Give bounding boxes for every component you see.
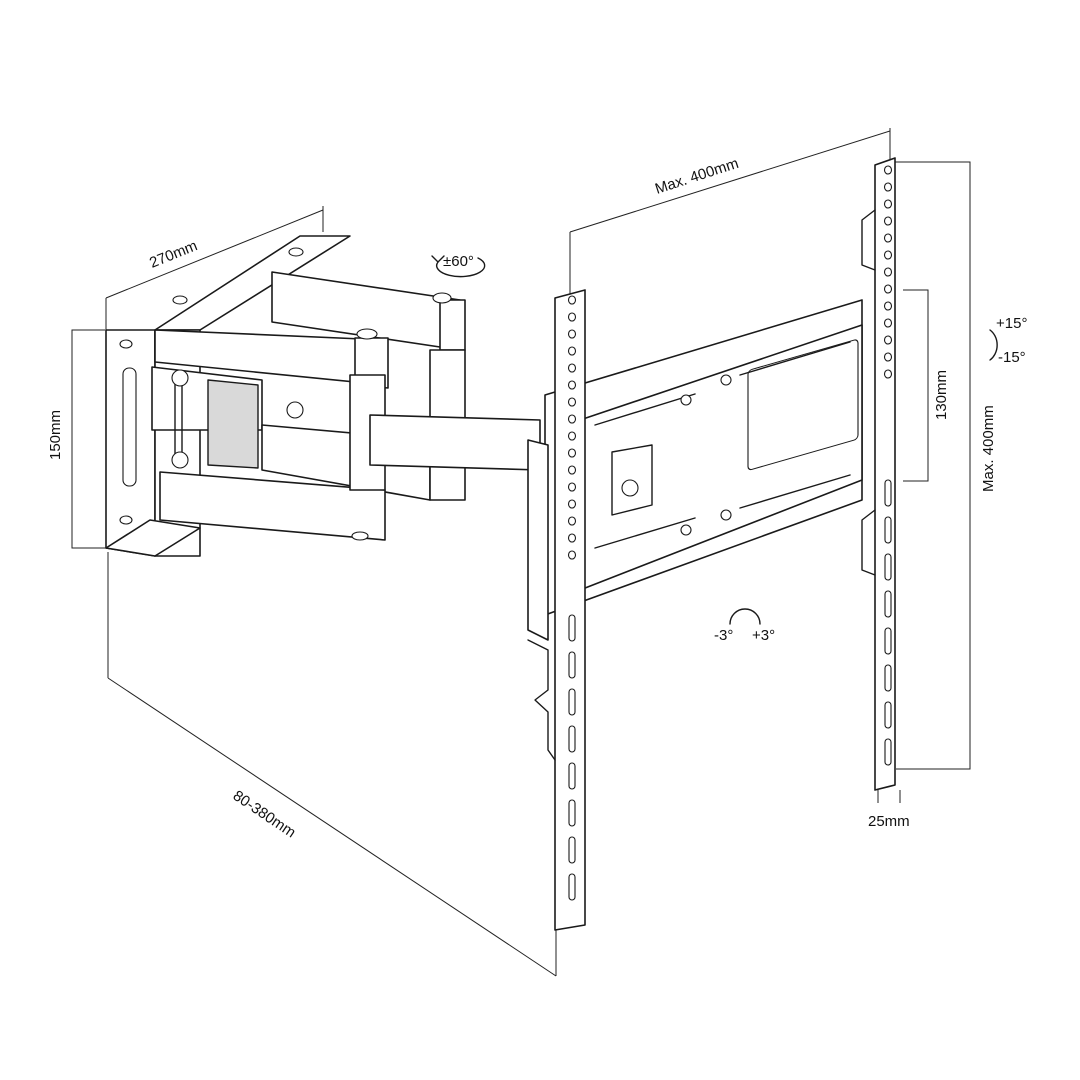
- swivel-angle-label: ±60°: [443, 253, 474, 270]
- rail-hole: [883, 233, 893, 243]
- level-minus-label: -3°: [714, 627, 733, 644]
- rail-hole: [567, 363, 577, 373]
- rail-hole: [567, 431, 577, 441]
- rail-hole: [567, 499, 577, 509]
- swivel-arrow-icon: [431, 255, 486, 278]
- rail-hole: [567, 397, 577, 407]
- rail-slot: [568, 651, 576, 679]
- rail-hole: [567, 482, 577, 492]
- rail-slot: [568, 614, 576, 642]
- rail-slot: [884, 627, 892, 655]
- extension-label: 80-380mm: [230, 787, 299, 841]
- rail-hole: [567, 346, 577, 356]
- rail-hole: [567, 516, 577, 526]
- rail-hole: [883, 335, 893, 345]
- rail-hole: [883, 182, 893, 192]
- tv-plate-width-label: Max. 400mm: [653, 155, 741, 198]
- rail-slot: [568, 725, 576, 753]
- rail-hole: [883, 318, 893, 328]
- rail-slot: [568, 799, 576, 827]
- level-arrow-icon: [729, 608, 761, 625]
- tv-plate-height-label: Max. 400mm: [980, 405, 997, 492]
- wall-plate-height-label: 150mm: [47, 410, 64, 460]
- level-plus-label: +3°: [752, 627, 775, 644]
- rail-hole: [883, 165, 893, 175]
- rail-slot: [568, 836, 576, 864]
- rail-slot: [568, 762, 576, 790]
- rail-hole: [567, 414, 577, 424]
- rail-slot: [884, 590, 892, 618]
- wall-plate-width-label: 270mm: [147, 237, 200, 272]
- rail-hole: [883, 301, 893, 311]
- rail-slot: [884, 664, 892, 692]
- rail-hole: [567, 380, 577, 390]
- rail-slot: [568, 688, 576, 716]
- tilt-down-label: -15°: [998, 349, 1026, 366]
- rail-hole: [567, 448, 577, 458]
- rail-hole: [567, 295, 577, 305]
- rail-slot: [884, 553, 892, 581]
- rail-hole: [567, 550, 577, 560]
- rail-hole: [883, 369, 893, 379]
- central-column: [349, 349, 541, 501]
- tilt-up-label: +15°: [996, 315, 1027, 332]
- lower-front-arm: [159, 471, 386, 541]
- tilt-arrow-icon: [989, 329, 998, 361]
- rail-hole: [883, 267, 893, 277]
- rail-slot: [568, 873, 576, 901]
- rail-hole: [883, 284, 893, 294]
- rail-holes: [567, 165, 893, 901]
- left-vertical-rail: [527, 289, 586, 931]
- dimension-lines: [71, 128, 971, 977]
- rail-hole: [567, 312, 577, 322]
- rail-slot: [884, 516, 892, 544]
- rail-hole: [883, 352, 893, 362]
- rail-slot: [884, 738, 892, 766]
- rail-hole: [567, 465, 577, 475]
- rail-width-label: 25mm: [868, 813, 910, 830]
- rail-slot: [884, 479, 892, 507]
- rail-hole: [883, 250, 893, 260]
- center-height-label: 130mm: [933, 370, 950, 420]
- rail-hole: [567, 329, 577, 339]
- rail-slot: [884, 701, 892, 729]
- rail-hole: [883, 216, 893, 226]
- rail-hole: [567, 533, 577, 543]
- hinge-block: [151, 366, 304, 469]
- rail-hole: [883, 199, 893, 209]
- tv-crossbar: [544, 299, 863, 616]
